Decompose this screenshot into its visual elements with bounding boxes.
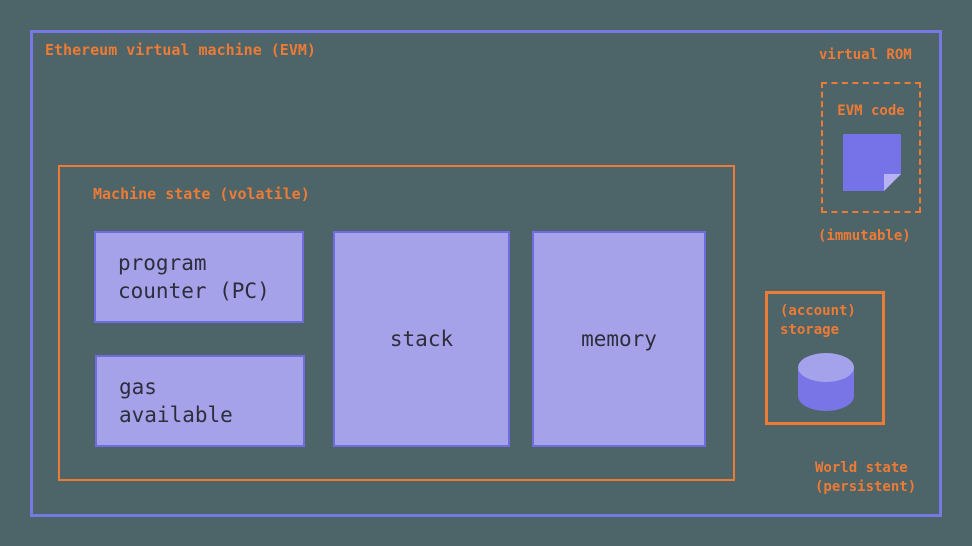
machine-state-box: Machine state (volatile) program counter… bbox=[58, 165, 735, 481]
database-cylinder-top bbox=[798, 353, 854, 382]
program-counter-box: program counter (PC) bbox=[94, 231, 304, 323]
evm-outer-box: Ethereum virtual machine (EVM) Machine s… bbox=[30, 30, 942, 517]
evm-code-label: EVM code bbox=[837, 103, 905, 119]
document-page-fold bbox=[884, 174, 901, 191]
document-page-icon bbox=[843, 134, 901, 191]
virtual-rom-box: EVM code bbox=[821, 82, 921, 213]
account-storage-label: (account) storage bbox=[780, 303, 856, 338]
memory-box: memory bbox=[532, 231, 706, 447]
machine-state-label: Machine state (volatile) bbox=[93, 185, 310, 203]
world-state-label: World state (persistent) bbox=[815, 460, 917, 495]
immutable-label: (immutable) bbox=[818, 228, 911, 244]
account-storage-box: (account) storage bbox=[765, 291, 885, 425]
stack-box: stack bbox=[333, 231, 510, 447]
virtual-rom-label: virtual ROM bbox=[819, 47, 912, 63]
database-cylinder-icon bbox=[798, 353, 854, 411]
gas-available-box: gas available bbox=[95, 355, 305, 447]
evm-title: Ethereum virtual machine (EVM) bbox=[45, 41, 316, 59]
